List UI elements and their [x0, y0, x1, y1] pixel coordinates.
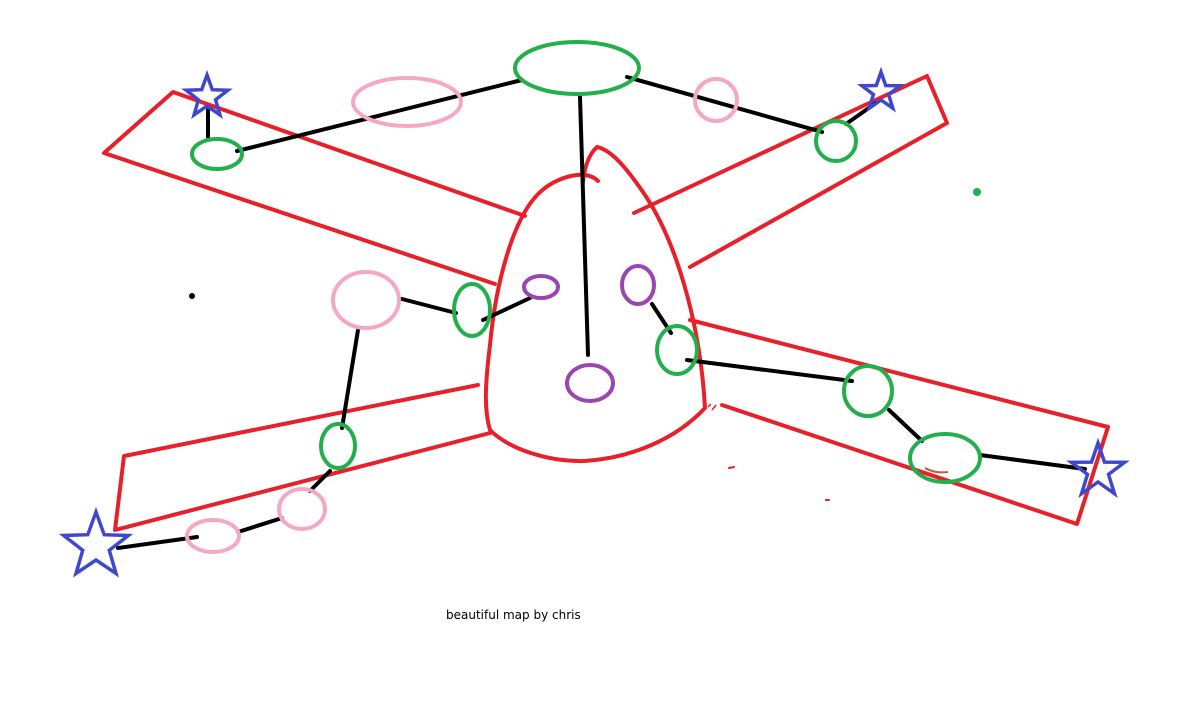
- room-green-dot: [973, 188, 981, 196]
- stars: [58, 66, 1130, 578]
- room-green[interactable]: [814, 119, 858, 163]
- room-green[interactable]: [190, 137, 244, 171]
- room-purple[interactable]: [620, 264, 656, 306]
- path-segment: [235, 78, 524, 153]
- path-segment: [236, 516, 284, 534]
- star-icon[interactable]: [58, 506, 134, 578]
- path-segment: [978, 453, 1087, 471]
- wall-bottom-left-arm: [113, 383, 492, 532]
- path-segment: [625, 75, 824, 134]
- wall-bottom-right-arm: [688, 318, 1110, 526]
- path-segment: [308, 469, 332, 493]
- smudge-mark: [707, 403, 717, 411]
- star-icon[interactable]: [856, 66, 906, 113]
- star-icon[interactable]: [1066, 437, 1130, 499]
- room-green[interactable]: [452, 282, 492, 338]
- wall-top-right-arm: [632, 74, 949, 269]
- path-segment: [116, 535, 199, 550]
- room-green[interactable]: [908, 432, 982, 484]
- map-caption: beautiful map by chris: [446, 608, 581, 622]
- path-segment: [400, 297, 458, 315]
- path-segment: [685, 358, 854, 383]
- room-pink[interactable]: [185, 518, 241, 554]
- room-green[interactable]: [513, 40, 641, 96]
- rooms: [185, 40, 982, 554]
- path-dot: [189, 293, 195, 299]
- walls: [102, 74, 1110, 532]
- wall-top-left-arm: [102, 90, 527, 286]
- path-segment: [578, 95, 590, 357]
- star-icon[interactable]: [181, 69, 233, 119]
- wall-center-body: [483, 145, 707, 464]
- path-segment: [887, 408, 924, 443]
- smudge-mark: [924, 467, 949, 474]
- room-green[interactable]: [842, 364, 894, 418]
- room-pink[interactable]: [351, 76, 463, 128]
- wall-speck: [728, 466, 735, 469]
- path-segment: [340, 328, 360, 430]
- room-purple[interactable]: [522, 274, 560, 300]
- room-green[interactable]: [319, 422, 357, 470]
- room-green[interactable]: [655, 324, 699, 376]
- room-pink[interactable]: [693, 77, 739, 123]
- room-pink[interactable]: [277, 487, 327, 531]
- room-purple[interactable]: [565, 363, 615, 403]
- room-pink[interactable]: [331, 270, 401, 330]
- paths: [116, 75, 1087, 550]
